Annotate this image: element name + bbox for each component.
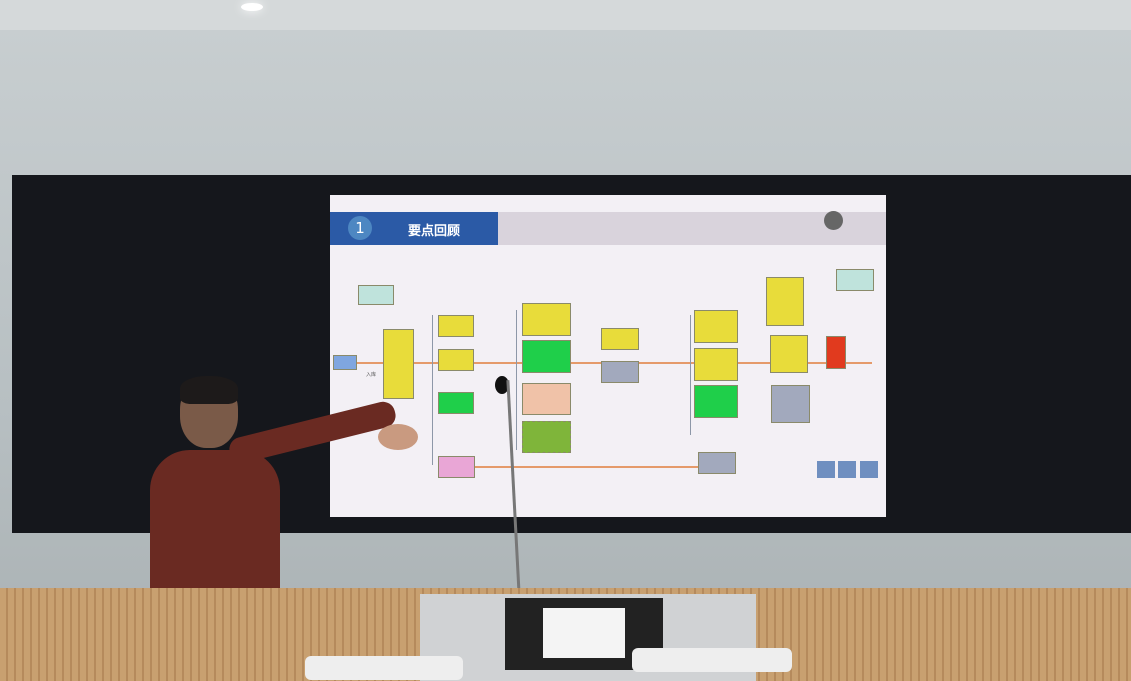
flow-box xyxy=(601,328,639,350)
flow-box xyxy=(836,269,874,291)
person-hand xyxy=(378,424,418,450)
flow-box xyxy=(694,348,738,381)
ceiling-lamp xyxy=(241,3,263,11)
pen-icon[interactable] xyxy=(860,461,878,478)
chair xyxy=(305,656,463,680)
flow-box xyxy=(522,340,571,373)
section-title: 要点回顾 xyxy=(408,224,461,239)
flow-box xyxy=(438,315,474,337)
flow-box xyxy=(358,285,394,305)
flow-box xyxy=(766,277,804,326)
flow-box xyxy=(698,452,736,474)
ceiling xyxy=(0,0,1131,30)
inbound-label: 入库 xyxy=(366,372,377,378)
flow-box xyxy=(601,361,639,383)
toolbar-icon[interactable] xyxy=(817,461,835,478)
flow-box xyxy=(438,392,474,414)
flow-box xyxy=(826,336,846,369)
speaker-icon[interactable] xyxy=(824,211,843,230)
flow-box xyxy=(333,355,357,370)
flow-box xyxy=(438,456,475,478)
slide-header: 1 要点回顾 xyxy=(330,212,498,245)
flow-box xyxy=(522,421,571,453)
flow-box xyxy=(694,310,738,343)
flow-box xyxy=(694,385,738,418)
flow-box xyxy=(522,383,571,415)
section-number: 1 xyxy=(348,216,372,240)
microphone xyxy=(495,376,509,394)
projected-slide: 1 要点回顾 入库 xyxy=(330,195,886,517)
bracket xyxy=(516,310,517,450)
presenter-hair xyxy=(180,376,238,404)
bracket xyxy=(432,315,433,465)
header-band xyxy=(498,212,886,245)
flow-box xyxy=(438,349,474,371)
flow-box xyxy=(522,303,571,336)
search-icon[interactable] xyxy=(838,461,856,478)
flow-box xyxy=(770,335,808,373)
flow-box xyxy=(383,329,414,399)
chair xyxy=(632,648,792,672)
flow-arrow-lower xyxy=(470,466,700,468)
flow-box xyxy=(771,385,810,423)
school-logo xyxy=(543,608,625,658)
bracket xyxy=(690,315,691,435)
